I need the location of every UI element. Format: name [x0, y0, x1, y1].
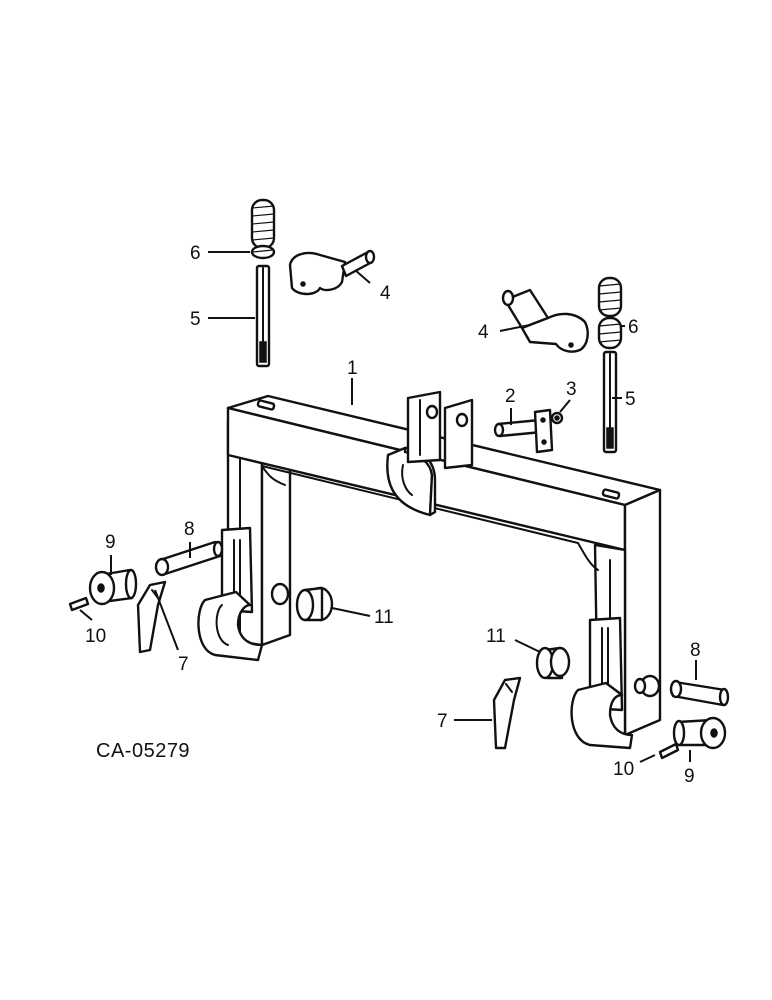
- callout-11-left: 11: [374, 607, 394, 628]
- spring-right: [597, 276, 623, 350]
- bushing-9-left: [88, 568, 138, 606]
- callout-8-right: 8: [690, 640, 701, 661]
- callout-2: 2: [505, 386, 516, 407]
- drawing-code: CA-05279: [96, 740, 190, 762]
- callout-5-right: 5: [625, 389, 636, 410]
- callout-1: 1: [347, 358, 358, 379]
- roller-11-left: [295, 586, 334, 622]
- callout-9-right: 9: [684, 766, 695, 787]
- plate-2: [533, 408, 554, 454]
- nut-3: [550, 411, 564, 425]
- roller-11-right: [535, 646, 571, 680]
- callout-3: 3: [566, 379, 577, 400]
- callout-labels: 1 2 3 4 4 5 5 6 6 7 7 8 8 9 9 10 10 11 1…: [85, 243, 701, 787]
- leader-lines: [79, 251, 697, 763]
- callout-10-left: 10: [85, 626, 106, 647]
- callout-4-right: 4: [478, 322, 489, 343]
- callout-11-right: 11: [486, 626, 506, 647]
- pin-8-right: [669, 679, 730, 707]
- callout-8-left: 8: [184, 519, 195, 540]
- roll-pin-10-right: [658, 742, 680, 760]
- callout-6-right: 6: [628, 317, 639, 338]
- quick-hitch-frame: [197, 390, 662, 750]
- latch-plate-7-right: [492, 676, 522, 750]
- callout-7-right: 7: [437, 711, 448, 732]
- spring-left: [250, 198, 276, 260]
- latch-lever-left: [288, 249, 376, 296]
- latch-plate-7-left: [136, 580, 167, 654]
- callout-4-left: 4: [380, 283, 391, 304]
- latch-rod-right: [602, 350, 618, 454]
- callout-9-left: 9: [105, 532, 116, 553]
- latch-rod-left: [255, 264, 271, 368]
- callout-10-right: 10: [613, 759, 634, 780]
- callout-7-left: 7: [178, 654, 189, 675]
- callout-6-left: 6: [190, 243, 201, 264]
- callout-5-left: 5: [190, 309, 201, 330]
- roll-pin-10-left: [68, 596, 90, 612]
- latch-lever-right: [501, 288, 589, 353]
- bushing-9-right: [672, 716, 727, 750]
